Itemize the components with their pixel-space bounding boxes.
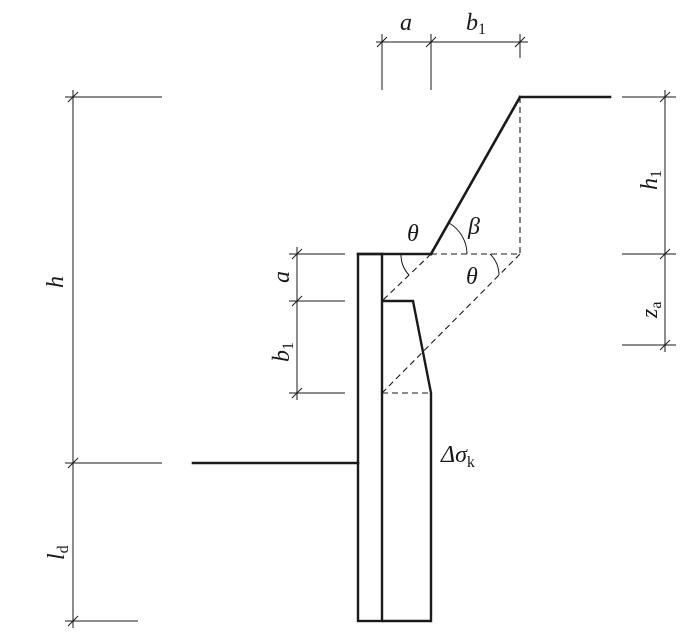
left-dimension [65, 90, 162, 628]
construction-lines [381, 97, 521, 394]
label-l-d: ld [44, 545, 72, 560]
label-b1-top: b1 [466, 10, 486, 38]
top-dimension [376, 34, 528, 90]
middle-left-dimension [289, 247, 345, 400]
slope-line [429, 95, 522, 256]
ground-surface [191, 95, 612, 465]
arc-theta-right [489, 253, 500, 276]
dash-diagonal-left [381, 253, 432, 302]
labels: a b1 h ld a b1 h1 za θ β θ Δσk [43, 10, 665, 560]
wall [356, 252, 384, 623]
arc-theta-top [400, 253, 410, 276]
arc-beta [448, 222, 468, 255]
label-theta-right: θ [466, 264, 478, 290]
label-h: h [43, 276, 69, 288]
right-dimension [622, 90, 676, 352]
label-b1-left: b1 [269, 342, 297, 362]
label-a-left: a [269, 271, 295, 283]
label-theta-top: θ [407, 221, 419, 247]
label-h1: h1 [637, 170, 665, 190]
wall-outer [356, 252, 384, 623]
label-a-top: a [400, 10, 412, 36]
angle-arcs [400, 222, 500, 276]
label-z-a: za [637, 302, 665, 319]
label-beta: β [467, 214, 480, 240]
dash-diagonal-long [381, 253, 521, 394]
pressure-outline [382, 299, 433, 623]
pressure-diagram [382, 299, 433, 623]
label-delta-sigma-k: Δσk [440, 442, 475, 471]
